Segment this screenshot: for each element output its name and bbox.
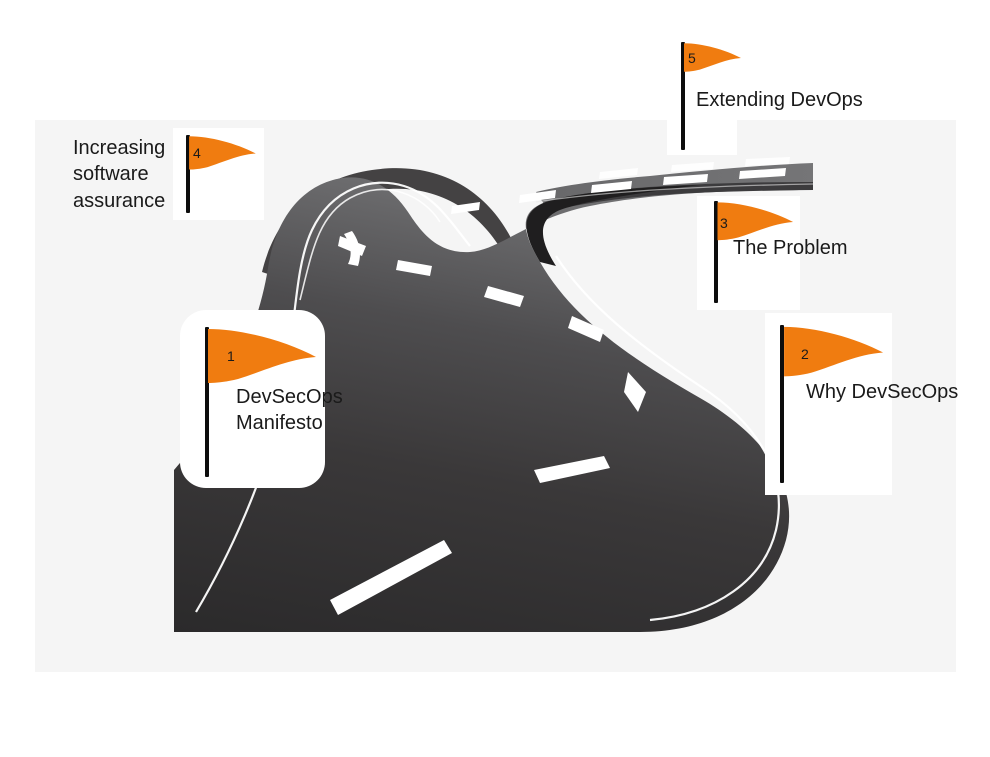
flag-pole-icon [780,325,784,483]
flag-icon [189,136,256,170]
milestone-label-1: DevSecOps Manifesto [236,386,343,435]
road-edge-line-inner-curve [299,188,441,301]
road-center-dashes [330,157,790,615]
milestone-label-3: The Problem [733,237,848,259]
milestone-label-5: Extending DevOps [696,89,863,111]
milestone-card-5 [667,0,737,155]
flag-icon [717,202,794,241]
flag-pole-icon [205,327,209,477]
road-far-edge [535,182,813,212]
flag-pole-icon [186,135,190,213]
road-edge-line-left [195,181,471,613]
flag-pole-icon [714,201,718,303]
milestone-label-2: Why DevSecOps [806,381,959,403]
flag-icon [684,43,741,72]
road-edge-line-far [535,183,814,203]
milestone-label-4: Increasing software assurance [73,137,166,212]
road-edge-line-right [555,255,780,622]
milestone-number-1: 1 [227,348,235,364]
milestone-number-3: 3 [720,215,728,231]
road-inner-bend-shadow [526,185,700,266]
flag-icon [208,329,316,383]
milestone-number-2: 2 [801,346,809,362]
road-surface [174,163,813,632]
milestone-number-4: 4 [193,145,201,161]
flag-pole-icon [681,42,685,150]
flag-icon [784,326,884,377]
milestone-number-5: 5 [688,50,696,66]
